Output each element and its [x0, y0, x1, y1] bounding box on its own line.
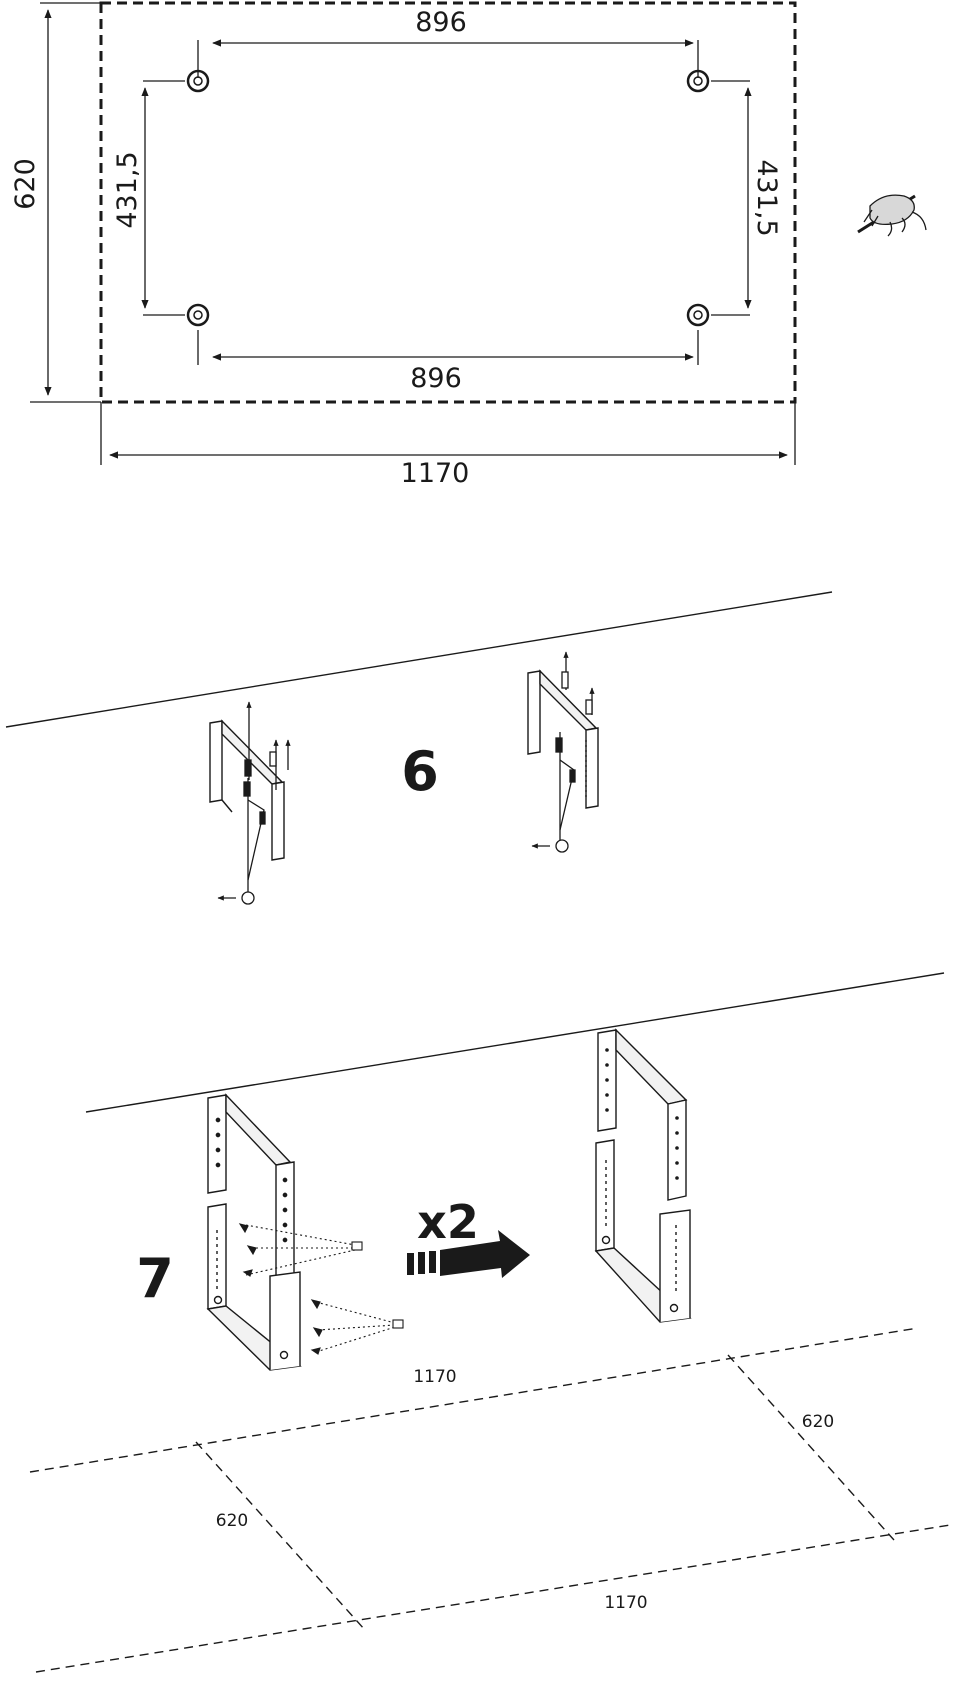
- step-7-number: 7: [136, 1247, 174, 1310]
- floor-right-width: 620: [802, 1412, 834, 1432]
- floor-plan: [29, 1327, 951, 1673]
- bolt-set: [215, 1117, 404, 1355]
- screw-with-arrow: [531, 651, 595, 853]
- floor-top-length: 1170: [413, 1367, 456, 1387]
- floor-bottom-length: 1170: [604, 1593, 647, 1613]
- wall-edge-line: [5, 591, 833, 728]
- screw-with-arrow: [217, 778, 266, 905]
- wall-edge-line: [85, 972, 945, 1113]
- leg-frame-exploded: [206, 1093, 302, 1371]
- dim-template-height: 620: [10, 158, 41, 210]
- pencil-hand-icon: [857, 194, 927, 237]
- wall-bracket: [209, 719, 285, 861]
- template-outline: [99, 1, 797, 404]
- leg-frame-assembled: [594, 1028, 692, 1323]
- drill-hole: [186, 303, 210, 327]
- drill-hole: [686, 303, 710, 327]
- step-6-number: 6: [401, 740, 439, 803]
- bold-arrow-right: [407, 1230, 530, 1278]
- dim-right-hole-spacing: 431,5: [751, 159, 782, 236]
- dim-template-width: 1170: [401, 458, 470, 489]
- dim-bottom-hole-spacing: 896: [410, 363, 462, 394]
- step-7: 7 x2: [85, 972, 945, 1371]
- dim-top-hole-spacing: 896: [415, 7, 467, 38]
- drilling-template: 896 896 1170 620 431,5 431,5: [10, 1, 927, 489]
- screw-with-arrow: [244, 701, 291, 790]
- drill-hole: [686, 69, 710, 93]
- step-7-multiplier: x2: [417, 1195, 479, 1249]
- dim-left-hole-spacing: 431,5: [112, 151, 143, 228]
- drill-hole: [186, 69, 210, 93]
- floor-left-width: 620: [216, 1511, 248, 1531]
- step-6: 6: [5, 591, 833, 905]
- wall-bracket: [527, 669, 599, 809]
